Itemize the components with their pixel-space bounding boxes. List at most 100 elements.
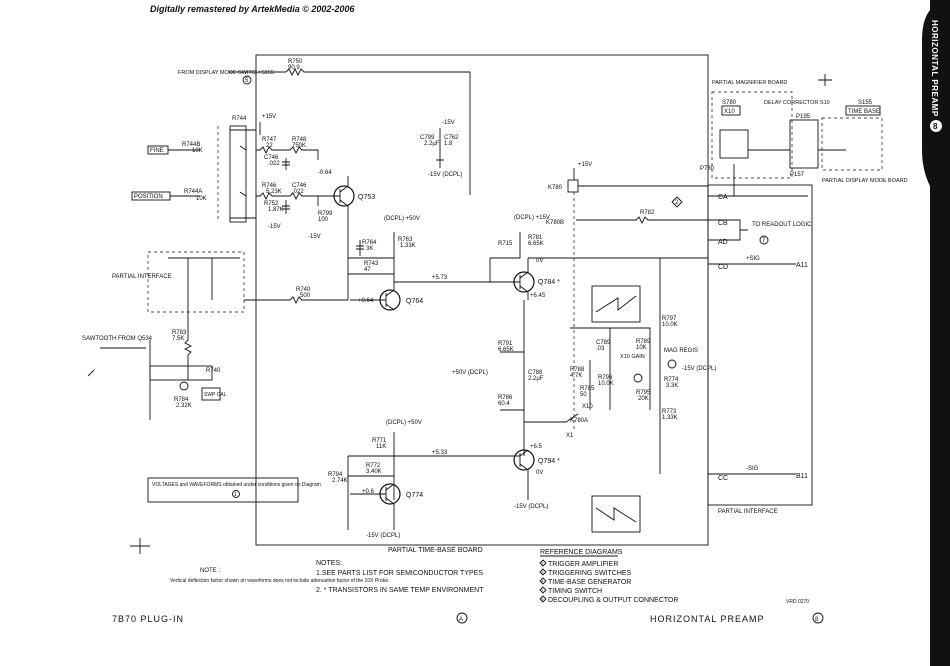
partial-magnifier-label: PARTIAL MAGNIFIER BOARD: [712, 80, 787, 86]
r799-label: C799: [420, 135, 435, 141]
r752-label: R799: [318, 211, 333, 217]
r740-label: R784: [174, 397, 189, 403]
c788-label: C789: [596, 340, 611, 346]
v06-label: +0.6: [362, 489, 375, 495]
r781-value: 6.65K: [498, 347, 514, 353]
pos-sig-label: +SIG: [746, 256, 760, 262]
r795-value: 3.3K: [666, 383, 678, 389]
q784-label: Q784 *: [538, 279, 560, 286]
sidebar-diagram-number: 8: [933, 122, 938, 131]
r744-label: R744: [232, 116, 247, 122]
c788-value: .03: [596, 346, 605, 352]
from-display-mode-label: FROM DISPLAY MODE SWITCH S155: [178, 70, 274, 76]
cb-label: CB: [718, 220, 728, 227]
r748-value: 750K: [292, 143, 306, 149]
p15-top-label: +15V: [578, 162, 592, 168]
c789-value: 4.7K: [570, 373, 582, 379]
p15-dcpl-label: (DCPL) +15V: [514, 215, 550, 221]
r789-value: 50: [580, 392, 587, 398]
r747-value: 22: [266, 143, 273, 149]
r744b-label: R744B: [182, 142, 200, 148]
sidebar-tab: HORIZONTAL PREAMP 8: [922, 0, 950, 666]
x1-switch-label: X1: [566, 433, 574, 439]
r743-value: 500: [300, 293, 311, 299]
note-text: Vertical deflection factor shown on wave…: [170, 578, 390, 584]
c746a-value: .022: [268, 161, 280, 167]
r796-label: R797: [662, 316, 677, 322]
to-readout-label: TO READOUT LOGIC: [752, 222, 812, 228]
fine-label: FINE: [150, 148, 164, 154]
c746b-value: 1.87K: [268, 207, 284, 213]
m15-label-a: -15V: [268, 224, 281, 230]
r750-resistor: [285, 67, 471, 195]
c789-label: R788: [570, 367, 585, 373]
r799-value: 2.2µF: [424, 141, 440, 147]
r744b-value: 10K: [192, 148, 203, 154]
v0b-label: 0V: [536, 470, 543, 476]
r795-label: R774: [664, 377, 679, 383]
note-title: NOTE :: [200, 568, 220, 574]
ca-label: CA: [718, 194, 728, 201]
waveform-top: [591, 285, 641, 323]
c746a-label: C746: [264, 155, 279, 161]
r797-label: R773: [662, 409, 677, 415]
footer-right-num: 8: [815, 617, 819, 623]
q794-transistor: [513, 449, 535, 471]
ref-diagrams-title: REFERENCE DIAGRAMS: [540, 549, 623, 556]
v533-label: +5.33: [432, 450, 448, 456]
p780-label: P780: [700, 166, 715, 172]
ad-label: AD: [718, 239, 728, 246]
r752-value: 100: [318, 217, 329, 223]
voltages-note-box: [147, 477, 299, 503]
b11-label: B11: [796, 473, 808, 480]
q784-transistor: [513, 271, 535, 293]
partial-interface-outline: [707, 184, 813, 506]
r763-label: R743: [364, 261, 379, 267]
c762-label: R764: [362, 240, 377, 246]
ref-item-num: 4: [542, 580, 544, 584]
k780b-label: K780B: [546, 220, 564, 226]
ref-item-label: TIME-BASE GENERATOR: [548, 579, 631, 586]
x10-gain-label: X10 GAIN: [620, 354, 645, 360]
ref-diamond-icon: [539, 595, 547, 603]
ref-item-num: 9: [542, 598, 544, 602]
p50-dcpl-b-label: (DCPL) +50V: [386, 420, 422, 426]
v65-label: +6.5: [530, 444, 543, 450]
r746-value: .022: [292, 189, 304, 195]
footer-right: HORIZONTAL PREAMP: [650, 614, 765, 624]
r745-value: 5.23K: [266, 189, 282, 195]
voltages-note-text: VOLTAGES and WAVEFORMS obtained under co…: [152, 482, 321, 488]
r740-value: 2.32K: [176, 403, 192, 409]
r740-ref-label: R740: [206, 368, 221, 374]
s780-label: S780: [722, 100, 737, 106]
mag-regis-pot[interactable]: [667, 359, 677, 369]
waveform-bottom: [591, 495, 641, 533]
sawtooth-label: SAWTOOTH FROM Q534: [82, 336, 153, 342]
partial-interface-bottom-label: PARTIAL INTERFACE: [718, 509, 778, 515]
footer-center: A: [459, 617, 463, 623]
ref-item-label: TRIGGERING SWITCHES: [548, 570, 632, 577]
ref-item-num: 2: [542, 562, 544, 566]
k780-label: K780: [548, 185, 563, 191]
ref-item-label: TRIGGER AMPLIFIER: [548, 561, 618, 568]
ref-diamond-icon: [539, 559, 547, 567]
a11-label: A11: [796, 262, 808, 269]
r741-label: R783: [172, 330, 187, 336]
k780a-label: K780A: [570, 418, 588, 424]
x10-gain-pot[interactable]: [633, 373, 643, 383]
r786-label: R789: [636, 339, 651, 345]
r782-value: 2.2µF: [528, 376, 544, 382]
r764-value: 1.33K: [400, 243, 416, 249]
v064-label: -0.64: [318, 170, 332, 176]
c762-value: 3K: [366, 246, 373, 252]
r744-pot-body: [229, 125, 247, 223]
cd-label: CD: [718, 264, 728, 271]
r797-value: 1.33K: [662, 415, 678, 421]
r783-label: R715: [498, 241, 513, 247]
r773-value: 3.40K: [366, 469, 382, 475]
cc-label: CC: [718, 475, 728, 482]
k780-coil: [567, 179, 579, 193]
time-base-label: TIME BASE: [848, 109, 880, 115]
footer-left: 7B70 PLUG-IN: [112, 614, 184, 624]
